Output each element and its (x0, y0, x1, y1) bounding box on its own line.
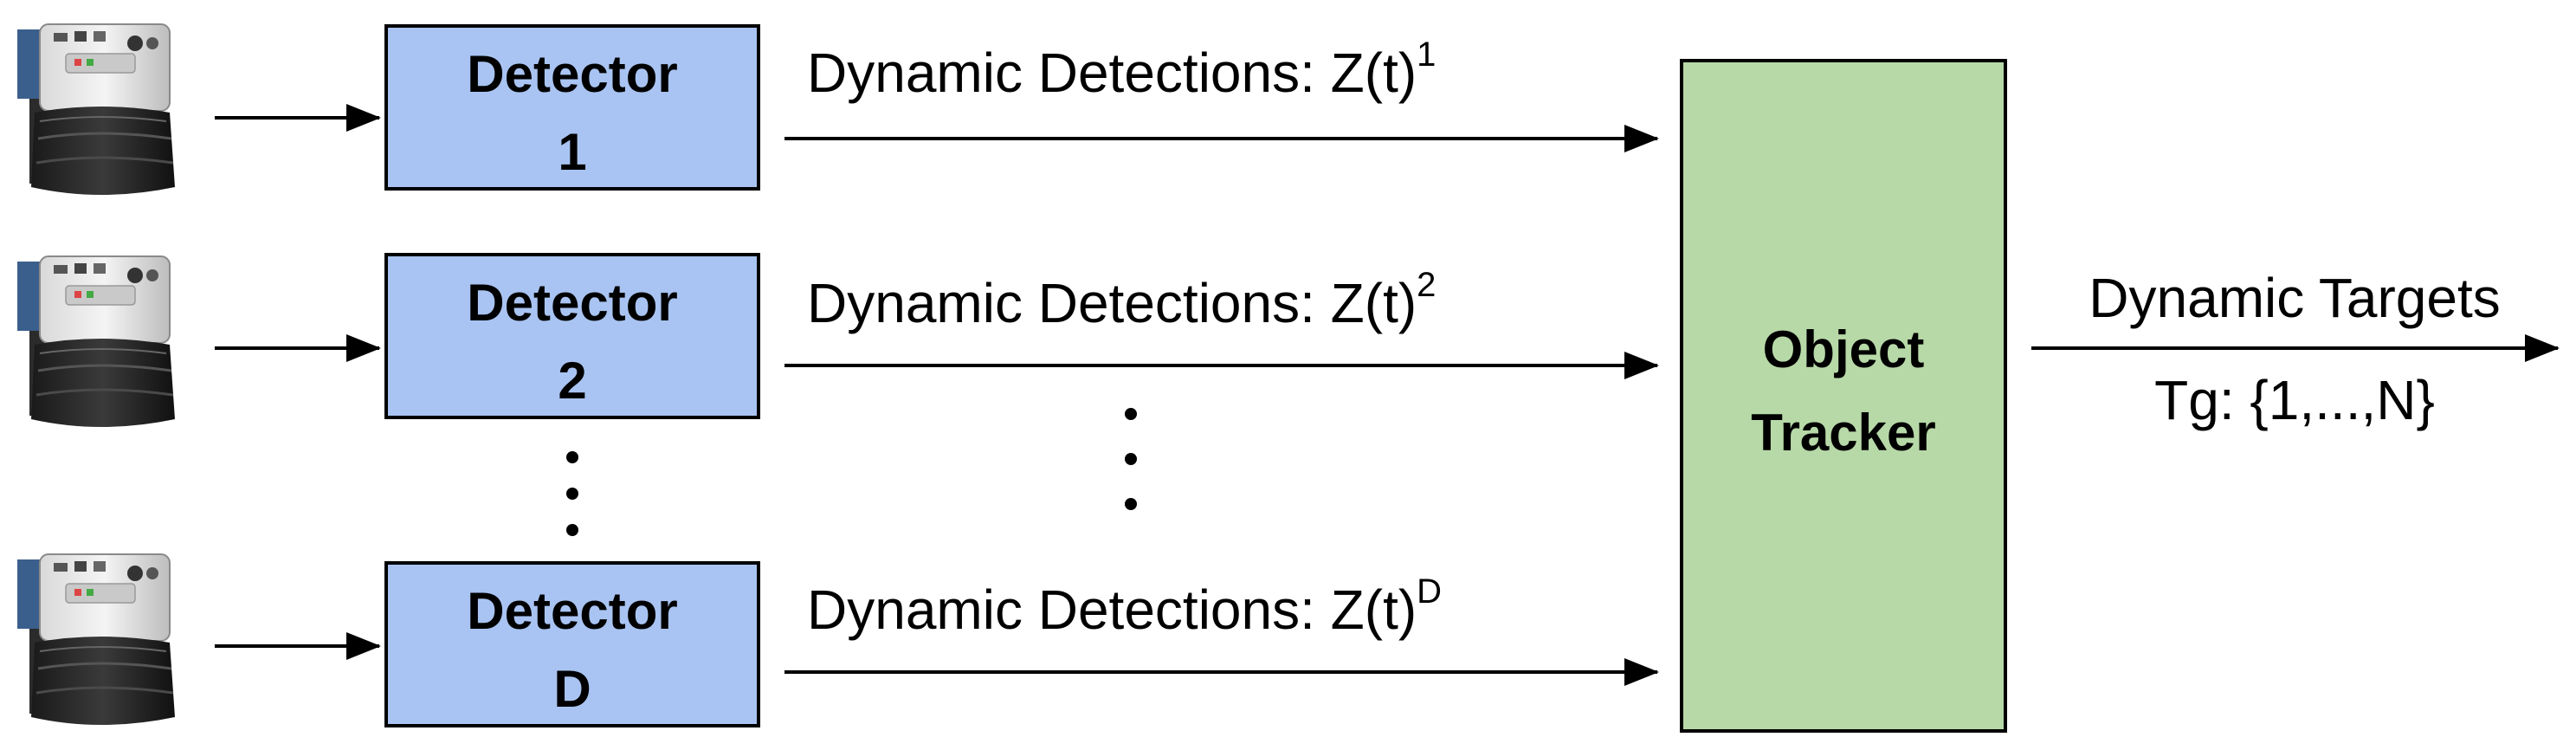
laser-scanner-icon (16, 255, 177, 429)
vertical-ellipsis-icon (1125, 408, 1137, 510)
detector-label: Detector (467, 274, 677, 332)
detector-label: Detector (467, 582, 677, 640)
detector-box-1: Detector 1 (384, 24, 760, 191)
detector-label: Detector (467, 45, 677, 103)
detector-index: 1 (558, 123, 586, 181)
detection-label-2: Dynamic Detections: Z(t)2 (807, 266, 1436, 334)
detector-box-2: Detector 2 (384, 253, 760, 419)
detector-index: 2 (558, 352, 586, 410)
laser-scanner-icon (16, 553, 177, 727)
detector-box-D: Detector D (384, 561, 760, 727)
tracker-label-line1: Object (1763, 320, 1925, 378)
detection-label-D: Dynamic Detections: Z(t)D (807, 572, 1442, 641)
tracker-label-line2: Tracker (1751, 404, 1936, 462)
laser-scanner-icon (16, 23, 177, 197)
detector-index: D (553, 660, 591, 718)
object-tracker-box: Object Tracker (1680, 59, 2007, 733)
output-target-set: Tg: {1,...,N} (2154, 369, 2435, 431)
vertical-ellipsis-icon (566, 451, 578, 536)
output-label: Dynamic Targets (2089, 267, 2500, 329)
detection-label-1: Dynamic Detections: Z(t)1 (807, 36, 1436, 104)
